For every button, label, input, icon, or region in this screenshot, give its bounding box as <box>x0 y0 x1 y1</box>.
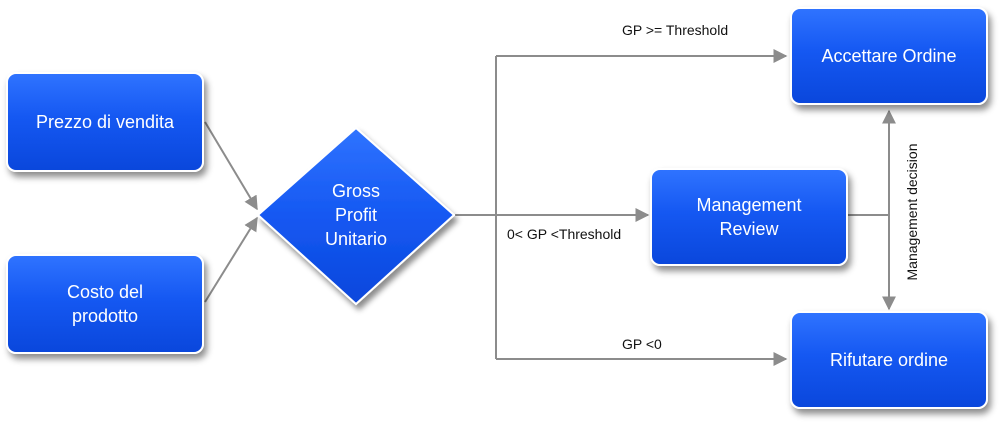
edge-label-management-decision: Management decision <box>904 143 920 281</box>
node-management-review: Management Review <box>650 168 848 266</box>
node-prezzo-di-vendita: Prezzo di vendita <box>6 72 204 172</box>
node-costo-del-prodotto: Costo del prodotto <box>6 254 204 354</box>
edge-label-gp-above-threshold: GP >= Threshold <box>622 22 729 38</box>
gross-profit-diamond <box>256 126 456 306</box>
arrow-costo-to-gross <box>204 216 258 303</box>
edge-label-gp-between: 0< GP <Threshold <box>507 226 622 242</box>
edge-label-gp-negative: GP <0 <box>622 336 662 352</box>
node-accettare-ordine: Accettare Ordine <box>790 7 988 105</box>
node-rifiutare-ordine: Rifutare ordine <box>790 311 988 409</box>
arrow-prezzo-to-gross <box>204 121 258 211</box>
gross-profit-label: Gross Profit Unitario <box>324 180 388 250</box>
